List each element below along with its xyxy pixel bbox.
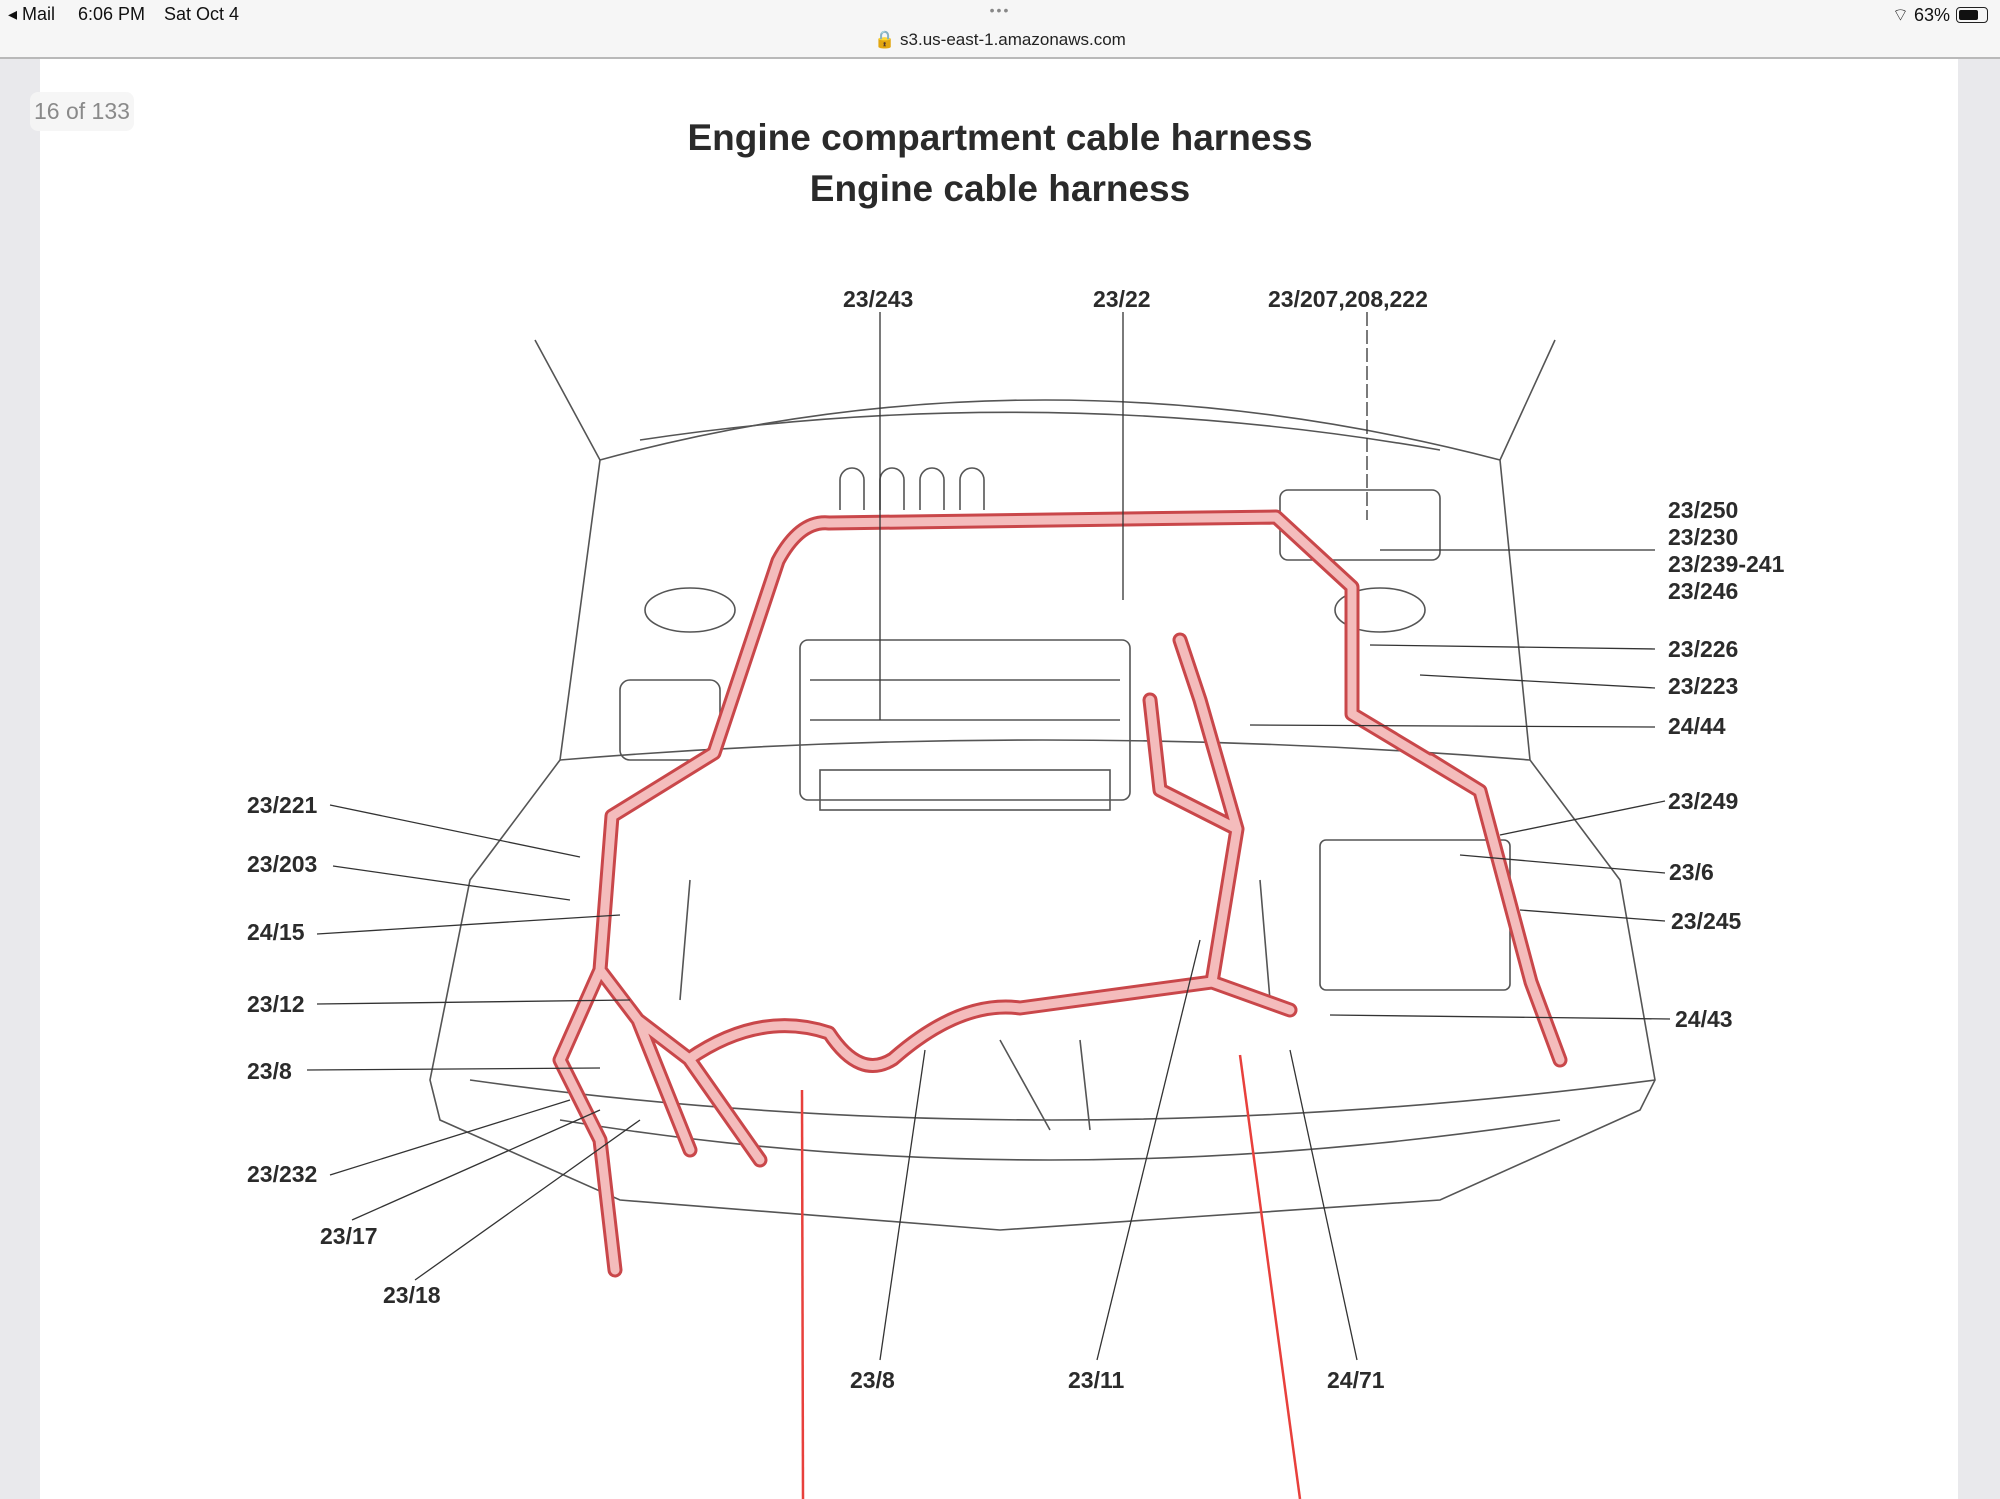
label-23-243: 23/243 [843,286,914,312]
leader-23-17 [351,1109,601,1221]
label-24-43: 24/43 [1675,1006,1733,1032]
leader-23-245 [1519,909,1666,922]
label-23-249: 23/249 [1668,788,1739,814]
label-23-6: 23/6 [1669,859,1714,885]
date: Sat Oct 4 [164,4,240,24]
tab-menu-dots[interactable]: ••• [989,2,1011,18]
leader-23-11 [1096,939,1201,1361]
label-23-230: 23/230 [1668,524,1739,550]
label-23-207-208-222: 23/207,208,222 [1268,286,1428,312]
battery-percent: 63% [1913,5,1950,25]
label-23-22: 23/22 [1093,286,1151,312]
url-bar[interactable]: 🔒 s3.us-east-1.amazonaws.com [874,30,1126,49]
label-23-203: 23/203 [247,851,318,877]
page-indicator: 16 of 133 [30,92,134,131]
label-23-17: 23/17 [320,1223,378,1249]
leader-23-8-bottom [879,1049,926,1361]
leader-lines [306,312,1671,1361]
back-app-label: Mail [22,4,56,24]
cable-harness [552,509,1568,1278]
label-24-15: 24/15 [247,919,305,945]
url-text: s3.us-east-1.amazonaws.com [900,30,1126,49]
leader-24-15 [316,914,621,935]
leader-24-71 [1289,1049,1358,1361]
label-23-226: 23/226 [1668,636,1739,662]
label-23-221: 23/221 [247,792,318,818]
leader-24-43 [1329,1014,1671,1020]
label-23-246: 23/246 [1668,578,1739,604]
label-23-8-bottom: 23/8 [850,1367,895,1393]
leader-23-18 [414,1119,641,1281]
label-23-12: 23/12 [247,991,305,1017]
car-outline [429,339,1656,1231]
label-23-18: 23/18 [383,1282,441,1308]
label-24-44: 24/44 [1668,713,1726,739]
leader-23-12 [316,999,631,1005]
label-23-245: 23/245 [1671,908,1742,934]
label-23-11: 23/11 [1068,1367,1125,1393]
leader-23-249 [1499,800,1666,836]
red-annotation-line [800,1089,805,1499]
time: 6:06 PM [78,4,146,24]
label-23-250: 23/250 [1668,497,1739,523]
leader-23-226 [1369,644,1656,650]
document-page[interactable] [40,59,1958,1499]
back-to-mail-link[interactable]: ◂ Mail [8,4,56,24]
leader-23-203 [332,865,571,901]
battery-icon [1956,7,1988,23]
title-line-1: Engine compartment cable harness [687,117,1313,158]
red-annotation-line [1238,1054,1302,1499]
leader-23-223 [1419,674,1656,689]
leader-23-6 [1459,854,1666,874]
label-23-223: 23/223 [1668,673,1739,699]
leader-23-8-left [306,1067,601,1071]
label-23-8-left: 23/8 [247,1058,292,1084]
label-23-232: 23/232 [247,1161,318,1187]
title-line-2: Engine cable harness [809,168,1191,209]
status-bar: ◂ Mail 6:06 PM Sat Oct 4 ••• 🔒 s3.us-eas… [0,0,2000,59]
leader-23-221 [329,804,581,858]
label-23-239-241: 23/239-241 [1668,551,1785,577]
wifi-battery: ⌔ 63% [1892,5,1950,25]
leader-23-232 [329,1099,571,1176]
label-24-71: 24/71 [1327,1367,1385,1393]
leader-24-44 [1249,724,1656,728]
